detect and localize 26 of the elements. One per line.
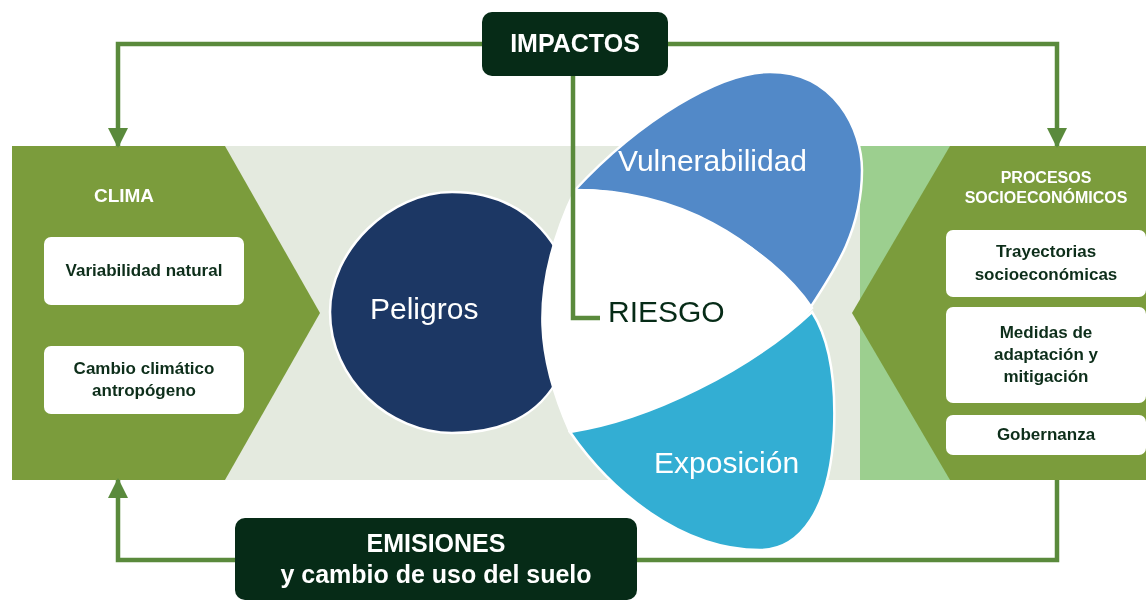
box-label: Gobernanza (995, 423, 1097, 446)
connector-line (570, 76, 600, 321)
box-label: Trayectorias socioeconómicas (973, 241, 1119, 286)
box-label: Variabilidad natural (64, 259, 224, 282)
connector-line (637, 480, 1060, 563)
factor-box (946, 307, 1146, 403)
label-box (482, 12, 668, 76)
factor-box (946, 230, 1146, 297)
factor-box (44, 346, 244, 414)
label-box (235, 518, 637, 600)
panel-heading: CLIMA (92, 184, 156, 208)
box-label: EMISIONES (366, 527, 506, 559)
factor-box (44, 237, 244, 305)
petal-label: Exposición (654, 446, 800, 480)
box-label: IMPACTOS (510, 28, 640, 60)
arrow (107, 478, 235, 563)
box-label: Medidas de adaptación y mitigación (993, 321, 1099, 389)
petal-label: Peligros (370, 292, 479, 326)
petal-label: RIESGO (608, 295, 725, 329)
petal-label: Vulnerabilidad (618, 144, 808, 178)
arrow (668, 41, 1068, 149)
arrow (107, 41, 482, 149)
box-label: y cambio de uso del suelo (280, 559, 592, 590)
box-label: Cambio climático antropógeno (72, 357, 216, 402)
factor-box (946, 415, 1146, 455)
panel-heading: PROCESOS SOCIOECONÓMICOS (963, 168, 1129, 208)
